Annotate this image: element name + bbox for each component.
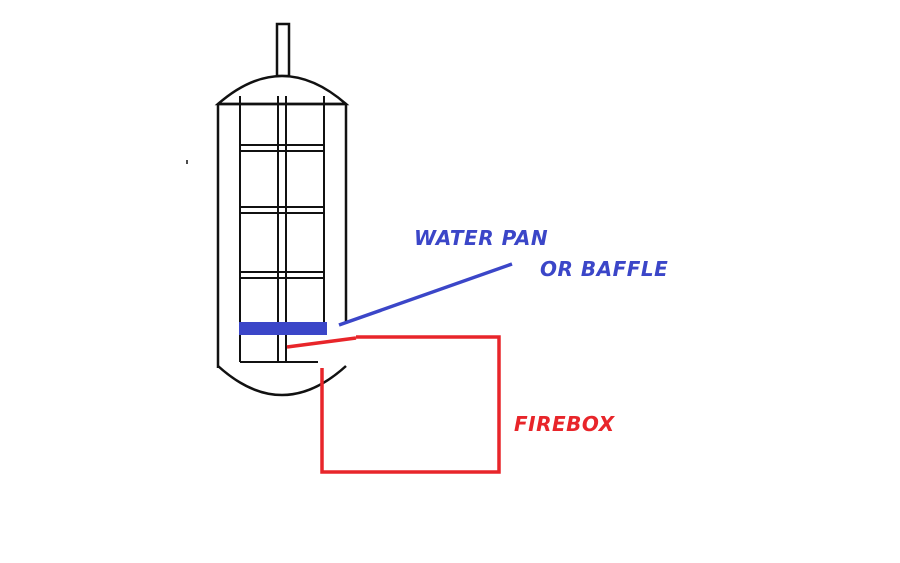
firebox: [320, 335, 501, 474]
cooking-grates: [240, 144, 324, 279]
water-pan: [239, 322, 327, 335]
water-pan-label-line2: OR BAFFLE: [540, 257, 669, 281]
smokestack: [275, 22, 291, 78]
heat-flow-line: [286, 336, 357, 349]
water-pan-label-line1: WATER PAN: [414, 226, 549, 250]
bottom-dome: [217, 365, 347, 397]
top-dome: [214, 74, 350, 106]
water-pan-pointer: [338, 262, 513, 327]
firebox-label: FIREBOX: [514, 412, 615, 436]
